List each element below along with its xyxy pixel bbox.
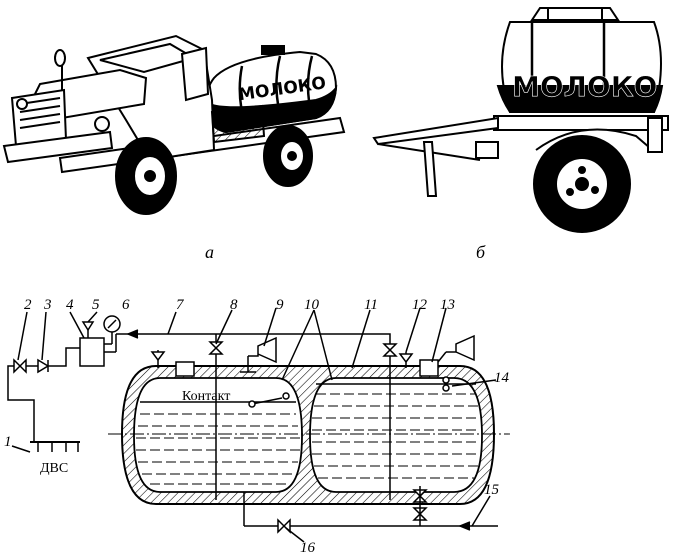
callout-5: 5	[92, 297, 100, 313]
callout-10: 10	[304, 297, 320, 313]
caption-b: б	[476, 242, 486, 262]
callout-15: 15	[484, 482, 500, 498]
callout-4: 4	[66, 297, 74, 313]
tank-trailer-illustration	[372, 7, 669, 233]
callout-9: 9	[276, 297, 284, 313]
contact-label: Контакт	[182, 389, 230, 404]
callout-12: 12	[412, 297, 428, 313]
callout-16: 16	[300, 540, 316, 555]
callout-13: 13	[440, 297, 455, 313]
callout-8: 8	[230, 297, 238, 313]
callout-6: 6	[122, 297, 130, 313]
callout-3: 3	[43, 297, 52, 313]
engine-label: ДВС	[40, 461, 68, 476]
tanker-truck-illustration	[2, 34, 346, 215]
trailer-tank-lettering: МОЛОКО	[512, 70, 657, 103]
callout-1: 1	[4, 434, 12, 450]
callout-7: 7	[176, 297, 185, 313]
callout-numbers: 1 2 3 4 5 6 7 8 9 10 11 12 13 14 15 16	[4, 297, 510, 555]
callout-11: 11	[364, 297, 378, 313]
caption-a: а	[205, 242, 214, 262]
callout-2: 2	[24, 297, 32, 313]
tank-piping-schematic	[7, 307, 510, 543]
callout-14: 14	[494, 370, 510, 386]
